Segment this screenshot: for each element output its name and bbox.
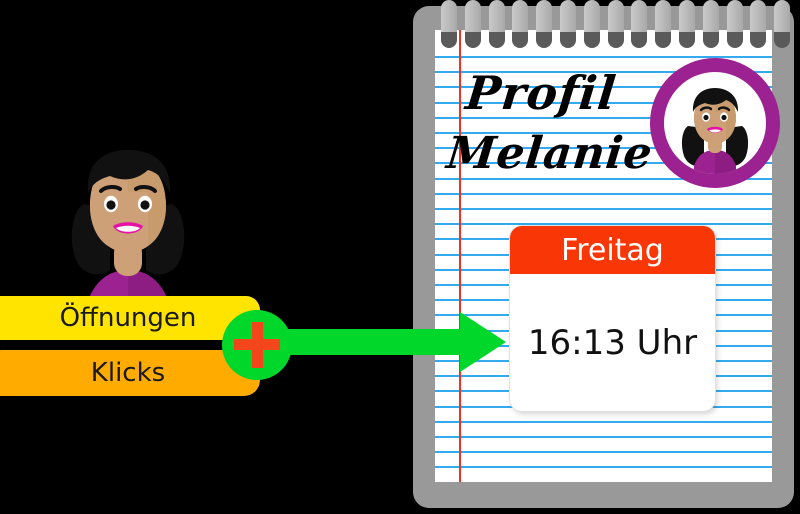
spiral-ring-foot (726, 32, 743, 48)
spiral-ring-foot (655, 32, 672, 48)
spiral-ring-foot (512, 32, 529, 48)
person-illustration (28, 128, 228, 308)
openings-bar[interactable]: Öffnungen (0, 296, 260, 340)
woman-avatar-icon (681, 88, 749, 174)
ruled-line (435, 71, 772, 74)
ruled-line (435, 208, 772, 210)
spiral-ring-foot (679, 32, 695, 48)
spiral-ring-foot (560, 32, 576, 48)
clicks-bar-label: Klicks (90, 358, 166, 388)
ruled-line (435, 466, 772, 469)
ruled-line (435, 116, 772, 119)
ruled-line (435, 86, 772, 89)
plus-icon[interactable] (222, 310, 292, 380)
ruled-line (435, 177, 772, 180)
arrow-head-icon (460, 312, 506, 372)
spiral-ring-foot (464, 32, 481, 48)
avatar-image (664, 72, 766, 174)
spiral-ring-foot (774, 32, 791, 48)
clicks-bar[interactable]: Klicks (0, 350, 260, 396)
calendar-day-label: Freitag (561, 232, 664, 268)
profile-avatar[interactable] (650, 58, 780, 188)
ruled-line (435, 436, 772, 438)
calendar-card[interactable]: Freitag 16:13 Uhr (510, 226, 715, 411)
arrow-shaft (270, 329, 485, 355)
spiral-ring-foot (750, 32, 767, 48)
ruled-line (435, 132, 772, 134)
ruled-line (435, 56, 772, 58)
profile-name: Melanie (444, 128, 656, 179)
spiral-ring-foot (583, 32, 600, 48)
spiral-ring-foot (702, 32, 719, 48)
ruled-line (435, 101, 772, 104)
calendar-card-body: 16:13 Uhr (510, 274, 715, 411)
spiral-ring-foot (441, 32, 457, 48)
ruled-line (435, 223, 772, 226)
calendar-time-label: 16:13 Uhr (527, 322, 698, 363)
spiral-ring-foot (536, 32, 553, 48)
ruled-line (435, 162, 772, 165)
ruled-line (435, 420, 772, 423)
openings-bar-label: Öffnungen (59, 303, 197, 333)
ruled-line (435, 192, 772, 195)
woman-figure-icon (71, 150, 185, 308)
calendar-card-header: Freitag (510, 226, 715, 274)
plus-horizontal-stroke (234, 339, 280, 350)
ruled-line (435, 147, 772, 150)
margin-line (459, 30, 461, 482)
spiral-ring-foot (488, 32, 505, 48)
spiral-ring-foot (631, 32, 648, 48)
page-title: Profil (463, 66, 620, 120)
spiral-ring-foot (607, 32, 624, 48)
ruled-line (435, 451, 772, 454)
